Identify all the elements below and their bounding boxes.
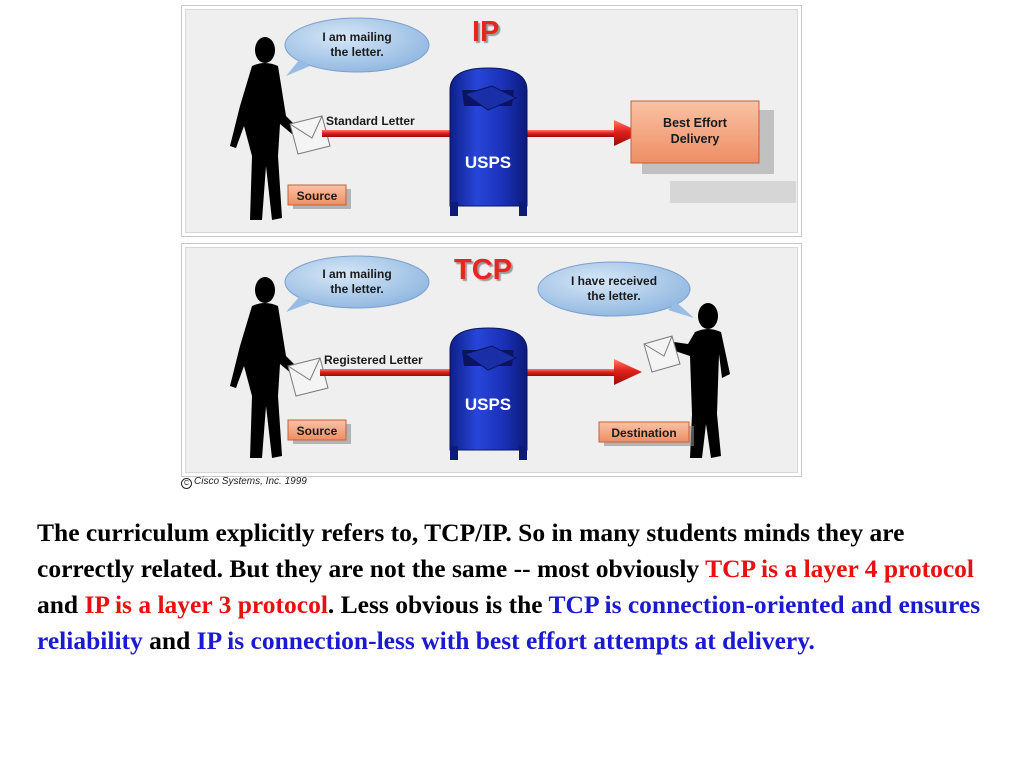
text-segment: and xyxy=(142,626,197,655)
speech-line-2: the letter. xyxy=(330,45,383,59)
speech-bubble xyxy=(284,17,430,76)
shadow-strip xyxy=(670,181,796,203)
mailbox-label: USPS xyxy=(465,153,511,172)
reply-line-2: the letter. xyxy=(587,289,640,303)
sender-silhouette xyxy=(230,37,298,220)
ip-title: IP xyxy=(472,16,500,48)
mailbox-icon xyxy=(449,67,528,216)
ip-layer-highlight: IP is a layer 3 protocol xyxy=(84,590,328,619)
tcp-title: TCP xyxy=(454,254,512,286)
ip-diagram-panel: I am mailing the letter. Standard Letter… xyxy=(181,5,802,237)
arrow-label: Standard Letter xyxy=(326,114,415,128)
text-segment: . Less obvious is the xyxy=(327,590,549,619)
mailbox-label: USPS xyxy=(465,395,511,414)
received-envelope-icon xyxy=(643,335,681,373)
speech-line-1: I am mailing xyxy=(322,267,391,281)
destination-label: Destination xyxy=(611,426,676,440)
copyright-text: Cisco Systems, Inc. 1999 xyxy=(194,476,307,487)
envelope-icon xyxy=(287,357,329,397)
sender-silhouette xyxy=(230,277,298,458)
letter-arrow xyxy=(322,120,642,146)
arrow-label: Registered Letter xyxy=(324,353,423,367)
letter-arrow xyxy=(320,359,642,385)
source-box xyxy=(287,184,351,209)
receiver-silhouette xyxy=(670,303,730,458)
source-box xyxy=(287,419,351,444)
ip-diagram-graphic: I am mailing the letter. Standard Letter… xyxy=(230,17,796,220)
tcp-diagram-graphic: I am mailing the letter. I have received… xyxy=(230,255,730,460)
tcp-layer-highlight: TCP is a layer 4 protocol xyxy=(705,554,975,583)
result-line-1: Best Effort xyxy=(663,116,728,130)
best-effort-box xyxy=(630,100,774,174)
source-label: Source xyxy=(297,189,338,203)
speech-bubble xyxy=(284,255,430,312)
speech-line-1: I am mailing xyxy=(322,30,391,44)
reply-line-1: I have received xyxy=(571,274,657,288)
tcp-reliability-highlight: TCP is connection-oriented and ensures r… xyxy=(37,590,981,655)
text-segment: The curriculum explicitly refers to, TCP… xyxy=(37,518,905,583)
reply-bubble xyxy=(537,261,694,318)
tcp-diagram-panel: I am mailing the letter. I have received… xyxy=(181,243,802,477)
envelope-icon xyxy=(289,115,331,155)
destination-box xyxy=(598,421,694,446)
ip-best-effort-highlight: IP is connection-less with best effort a… xyxy=(196,626,815,655)
source-label: Source xyxy=(297,424,338,438)
copyright-icon: C xyxy=(181,478,192,489)
explanation-paragraph: The curriculum explicitly refers to, TCP… xyxy=(37,515,987,659)
speech-line-2: the letter. xyxy=(330,282,383,296)
result-line-2: Delivery xyxy=(671,132,720,146)
mailbox-icon xyxy=(449,327,528,460)
text-segment: and xyxy=(37,590,85,619)
